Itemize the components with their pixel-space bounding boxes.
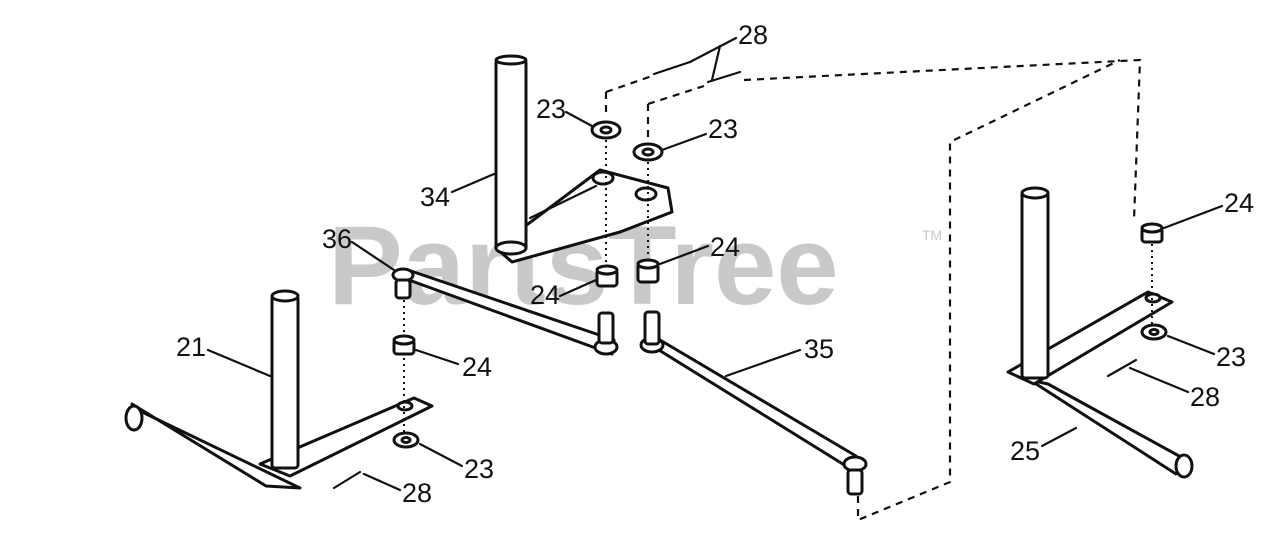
callout-23-top-left: 23: [536, 94, 566, 124]
washer-23-right: [1140, 323, 1168, 341]
washer-23-left: [392, 431, 420, 449]
callout-25: 25: [1010, 436, 1040, 466]
washer-23-top-right: [632, 142, 664, 162]
callout-24-center-left: 24: [530, 280, 560, 310]
callout-23-left: 23: [464, 454, 494, 484]
cotter-pin-28-right: [1106, 358, 1138, 378]
callout-28-left: 28: [402, 478, 432, 508]
part-36-tie-rod: [391, 267, 619, 356]
washer-23-top-left: [590, 120, 622, 140]
part-35-drag-link: [639, 310, 868, 496]
bushing-24-left: [392, 334, 416, 356]
callout-labels: 28 23 23 34 36 24 24 24 21 24 35 23 28 2…: [176, 20, 1254, 508]
callout-23-right: 23: [1216, 342, 1246, 372]
part-34-steering-post: [494, 54, 674, 264]
bushing-24-center-right: [636, 258, 660, 284]
callout-21: 21: [176, 332, 206, 362]
cotter-pin-28-top: [652, 60, 742, 84]
part-21-left-spindle: [124, 289, 434, 490]
assembly-guide-lines: [403, 58, 1153, 522]
cotter-pin-28-left: [332, 470, 362, 490]
bushing-24-center-left: [595, 264, 619, 288]
callout-36: 36: [322, 224, 352, 254]
callout-28-right: 28: [1190, 382, 1220, 412]
callout-28-top: 28: [738, 20, 768, 50]
part-25-right-spindle: [1006, 186, 1194, 479]
callout-34: 34: [420, 182, 450, 212]
callout-24-center-right: 24: [710, 232, 740, 262]
bushing-24-right: [1140, 222, 1164, 244]
watermark-trademark: TM: [922, 227, 942, 243]
leader-lines: [206, 36, 1224, 492]
callout-35: 35: [804, 334, 834, 364]
callout-23-top-right: 23: [708, 114, 738, 144]
callout-24-right: 24: [1224, 188, 1254, 218]
callout-24-left: 24: [462, 352, 492, 382]
